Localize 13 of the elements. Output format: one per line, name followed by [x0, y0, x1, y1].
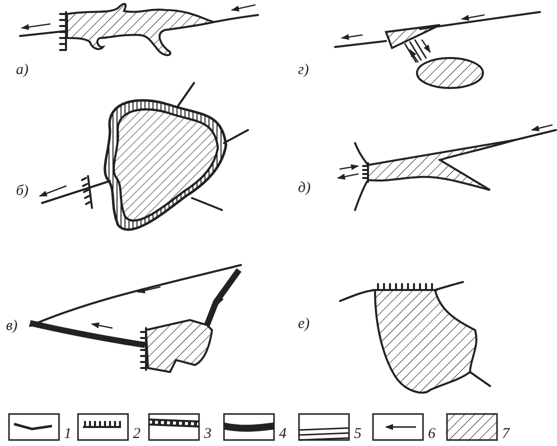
panel-letter: г) — [298, 62, 309, 78]
panel-letter: б) — [16, 183, 29, 199]
legend-number: 2 — [133, 426, 140, 442]
panel-letter: в) — [6, 318, 18, 334]
panel-letter: е) — [298, 316, 310, 332]
legend-number: 3 — [204, 426, 212, 442]
legend-number: 1 — [64, 426, 72, 442]
panel-letter: д) — [298, 180, 311, 196]
legend-number: 4 — [279, 426, 286, 442]
legend-number: 5 — [354, 426, 362, 442]
legend-number: 6 — [428, 426, 436, 442]
legend-number: 7 — [502, 426, 510, 442]
panel-letter: а) — [16, 62, 28, 78]
